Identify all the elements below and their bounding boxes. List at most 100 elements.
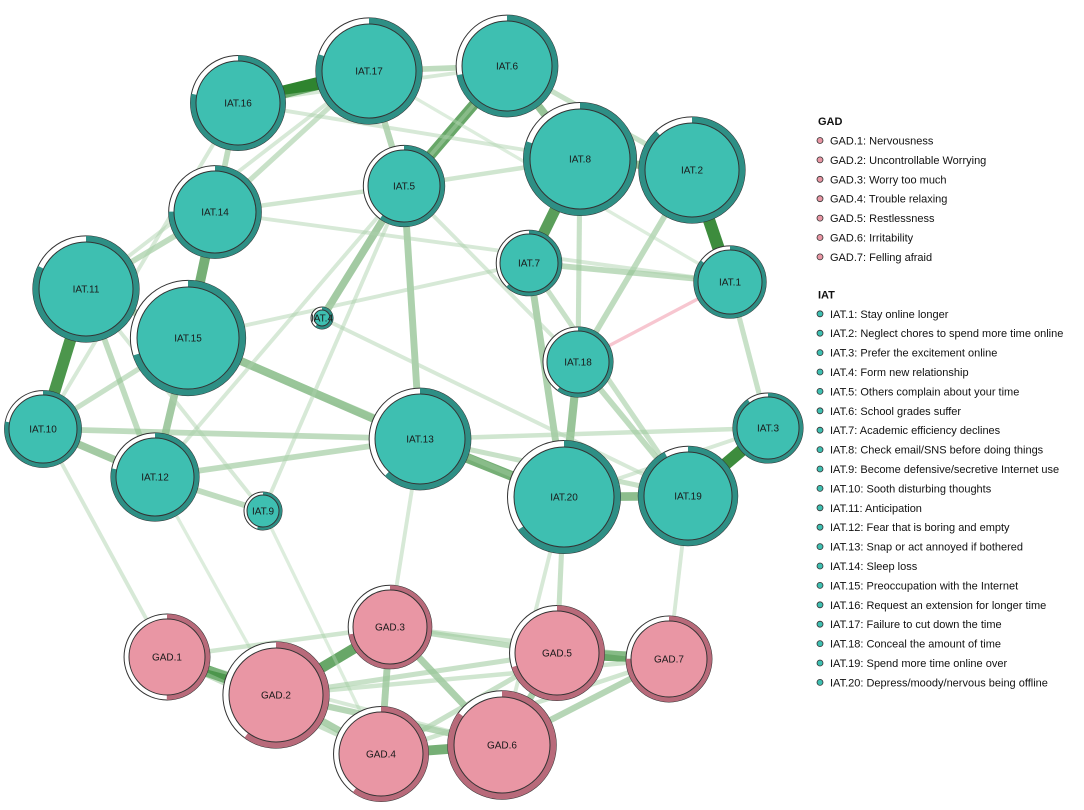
legend-item: IAT.5: Others complain about your time (830, 386, 1019, 398)
node-label: IAT.6 (496, 62, 518, 73)
node-iat11[interactable]: IAT.11 (32, 235, 140, 343)
node-label: IAT.11 (73, 285, 100, 296)
node-circle (644, 122, 740, 218)
node-iat13[interactable]: IAT.13 (368, 387, 472, 491)
edge-iat9-iat5 (261, 185, 406, 512)
node-pie-arc (222, 641, 330, 749)
node-iat2[interactable]: IAT.2 (638, 116, 746, 224)
legend-item: GAD.3: Worry too much (830, 174, 947, 186)
edge-iat14-iat1 (214, 210, 731, 284)
edge-gad1-gad6 (166, 655, 503, 747)
node-pie-arc (32, 235, 140, 343)
node-gad4[interactable]: GAD.4 (333, 706, 429, 802)
legend-item: GAD.7: Felling afraid (830, 252, 932, 264)
legend-marker (816, 368, 824, 376)
legend-item: IAT.4: Form new relationship (830, 367, 969, 379)
node-iat18[interactable]: IAT.18 (542, 326, 614, 398)
node-label: IAT.14 (201, 208, 229, 219)
node-iat17[interactable]: IAT.17 (315, 17, 423, 125)
node-circle (38, 241, 134, 337)
node-circle (321, 23, 417, 119)
node-pie-arc (190, 55, 286, 151)
node-label: IAT.18 (564, 358, 592, 369)
node-iat19[interactable]: IAT.19 (637, 445, 739, 547)
legend-item: GAD.5: Restlessness (830, 213, 935, 225)
legend-item: IAT.18: Conceal the amount of time (830, 639, 1001, 651)
node-iat15[interactable]: IAT.15 (129, 279, 247, 397)
edge-iat4-iat19 (321, 316, 689, 498)
node-circle (136, 286, 240, 390)
legend-marker (816, 446, 824, 454)
legend-item: IAT.19: Spend more time online over (830, 658, 1007, 670)
node-pie-arc (693, 245, 767, 319)
node-pie-arc (456, 15, 558, 117)
node-pie-arc (638, 446, 738, 546)
node-iat4[interactable]: IAT.4 (310, 306, 334, 330)
node-label: IAT.17 (355, 67, 383, 78)
node-circle (461, 20, 553, 112)
legend-marker (816, 659, 824, 667)
node-iat20[interactable]: IAT.20 (507, 440, 621, 554)
node-circle (228, 647, 324, 743)
node-iat5[interactable]: IAT.5 (362, 144, 446, 228)
legend-marker (816, 504, 824, 512)
node-circle (453, 696, 551, 794)
node-pie-arc (447, 690, 557, 800)
node-iat16[interactable]: IAT.16 (190, 55, 286, 151)
node-circle (697, 249, 763, 315)
legend-item: IAT.16: Request an extension for longer … (830, 600, 1046, 612)
node-pie-arc (124, 614, 210, 700)
node-circle (643, 451, 733, 541)
node-iat14[interactable]: IAT.14 (168, 165, 262, 259)
node-label: GAD.3 (375, 623, 405, 634)
edge-iat12-iat6 (153, 64, 509, 479)
legend-item: IAT.20: Depress/moody/nervous being offl… (830, 677, 1048, 689)
node-label: IAT.13 (406, 435, 434, 446)
edge-iat16-iat8 (237, 101, 581, 161)
node-pie-arc (732, 392, 804, 464)
node-pie-arc (626, 616, 712, 702)
node-iat8[interactable]: IAT.8 (523, 102, 637, 216)
node-label: IAT.5 (393, 182, 415, 193)
node-gad6[interactable]: GAD.6 (447, 690, 557, 800)
legend-item: GAD.2: Uncontrollable Worrying (830, 155, 986, 167)
node-circle (115, 437, 195, 517)
legend-marker (816, 387, 824, 395)
node-circle (546, 330, 610, 394)
edge-iat13-iat3 (419, 425, 769, 442)
legend-item: IAT.6: School grades suffer (830, 406, 961, 418)
node-label: IAT.19 (674, 492, 702, 503)
node-pie-arc (311, 307, 333, 329)
node-iat3[interactable]: IAT.3 (732, 392, 804, 464)
legend-item: IAT.14: Sleep loss (830, 561, 918, 573)
legend-item: IAT.8: Check email/SNS before doing thin… (830, 445, 1044, 457)
node-pie-arc (110, 432, 200, 522)
legend-marker (816, 601, 824, 609)
node-iat6[interactable]: IAT.6 (455, 14, 559, 118)
legend-item: IAT.3: Prefer the excitement online (830, 348, 997, 360)
node-gad2[interactable]: GAD.2 (222, 641, 330, 749)
node-gad1[interactable]: GAD.1 (123, 613, 211, 701)
node-iat9[interactable]: IAT.9 (243, 491, 283, 531)
node-iat12[interactable]: IAT.12 (110, 432, 200, 522)
node-pie-arc (363, 145, 445, 227)
node-gad7[interactable]: GAD.7 (625, 615, 713, 703)
node-iat7[interactable]: IAT.7 (495, 229, 563, 297)
node-pie-arc (333, 706, 429, 802)
node-pie-arc (542, 326, 614, 398)
node-pie-arc (315, 17, 423, 125)
node-label: IAT.9 (252, 507, 274, 518)
node-gad5[interactable]: GAD.5 (509, 605, 605, 701)
node-iat10[interactable]: IAT.10 (4, 390, 82, 468)
node-label: IAT.2 (681, 166, 703, 177)
node-gad3[interactable]: GAD.3 (347, 584, 433, 670)
node-label: GAD.1 (152, 653, 182, 664)
node-iat1[interactable]: IAT.1 (693, 245, 767, 319)
edge-iat15-iat7 (187, 261, 530, 340)
legend-item: IAT.15: Preoccupation with the Internet (830, 580, 1018, 592)
node-label: GAD.6 (487, 741, 517, 752)
legend-item: GAD.1: Nervousness (830, 136, 934, 148)
legend-marker (816, 156, 824, 164)
node-label: IAT.7 (518, 259, 540, 270)
